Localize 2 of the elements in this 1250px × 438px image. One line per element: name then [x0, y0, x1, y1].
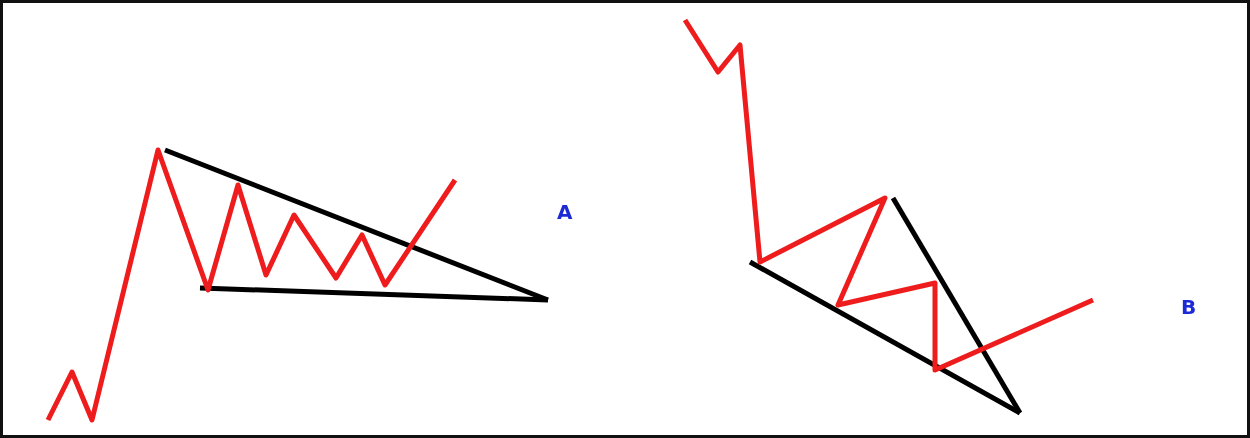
pattern-letter: A [557, 201, 573, 223]
pattern-letter: B [1181, 296, 1197, 318]
